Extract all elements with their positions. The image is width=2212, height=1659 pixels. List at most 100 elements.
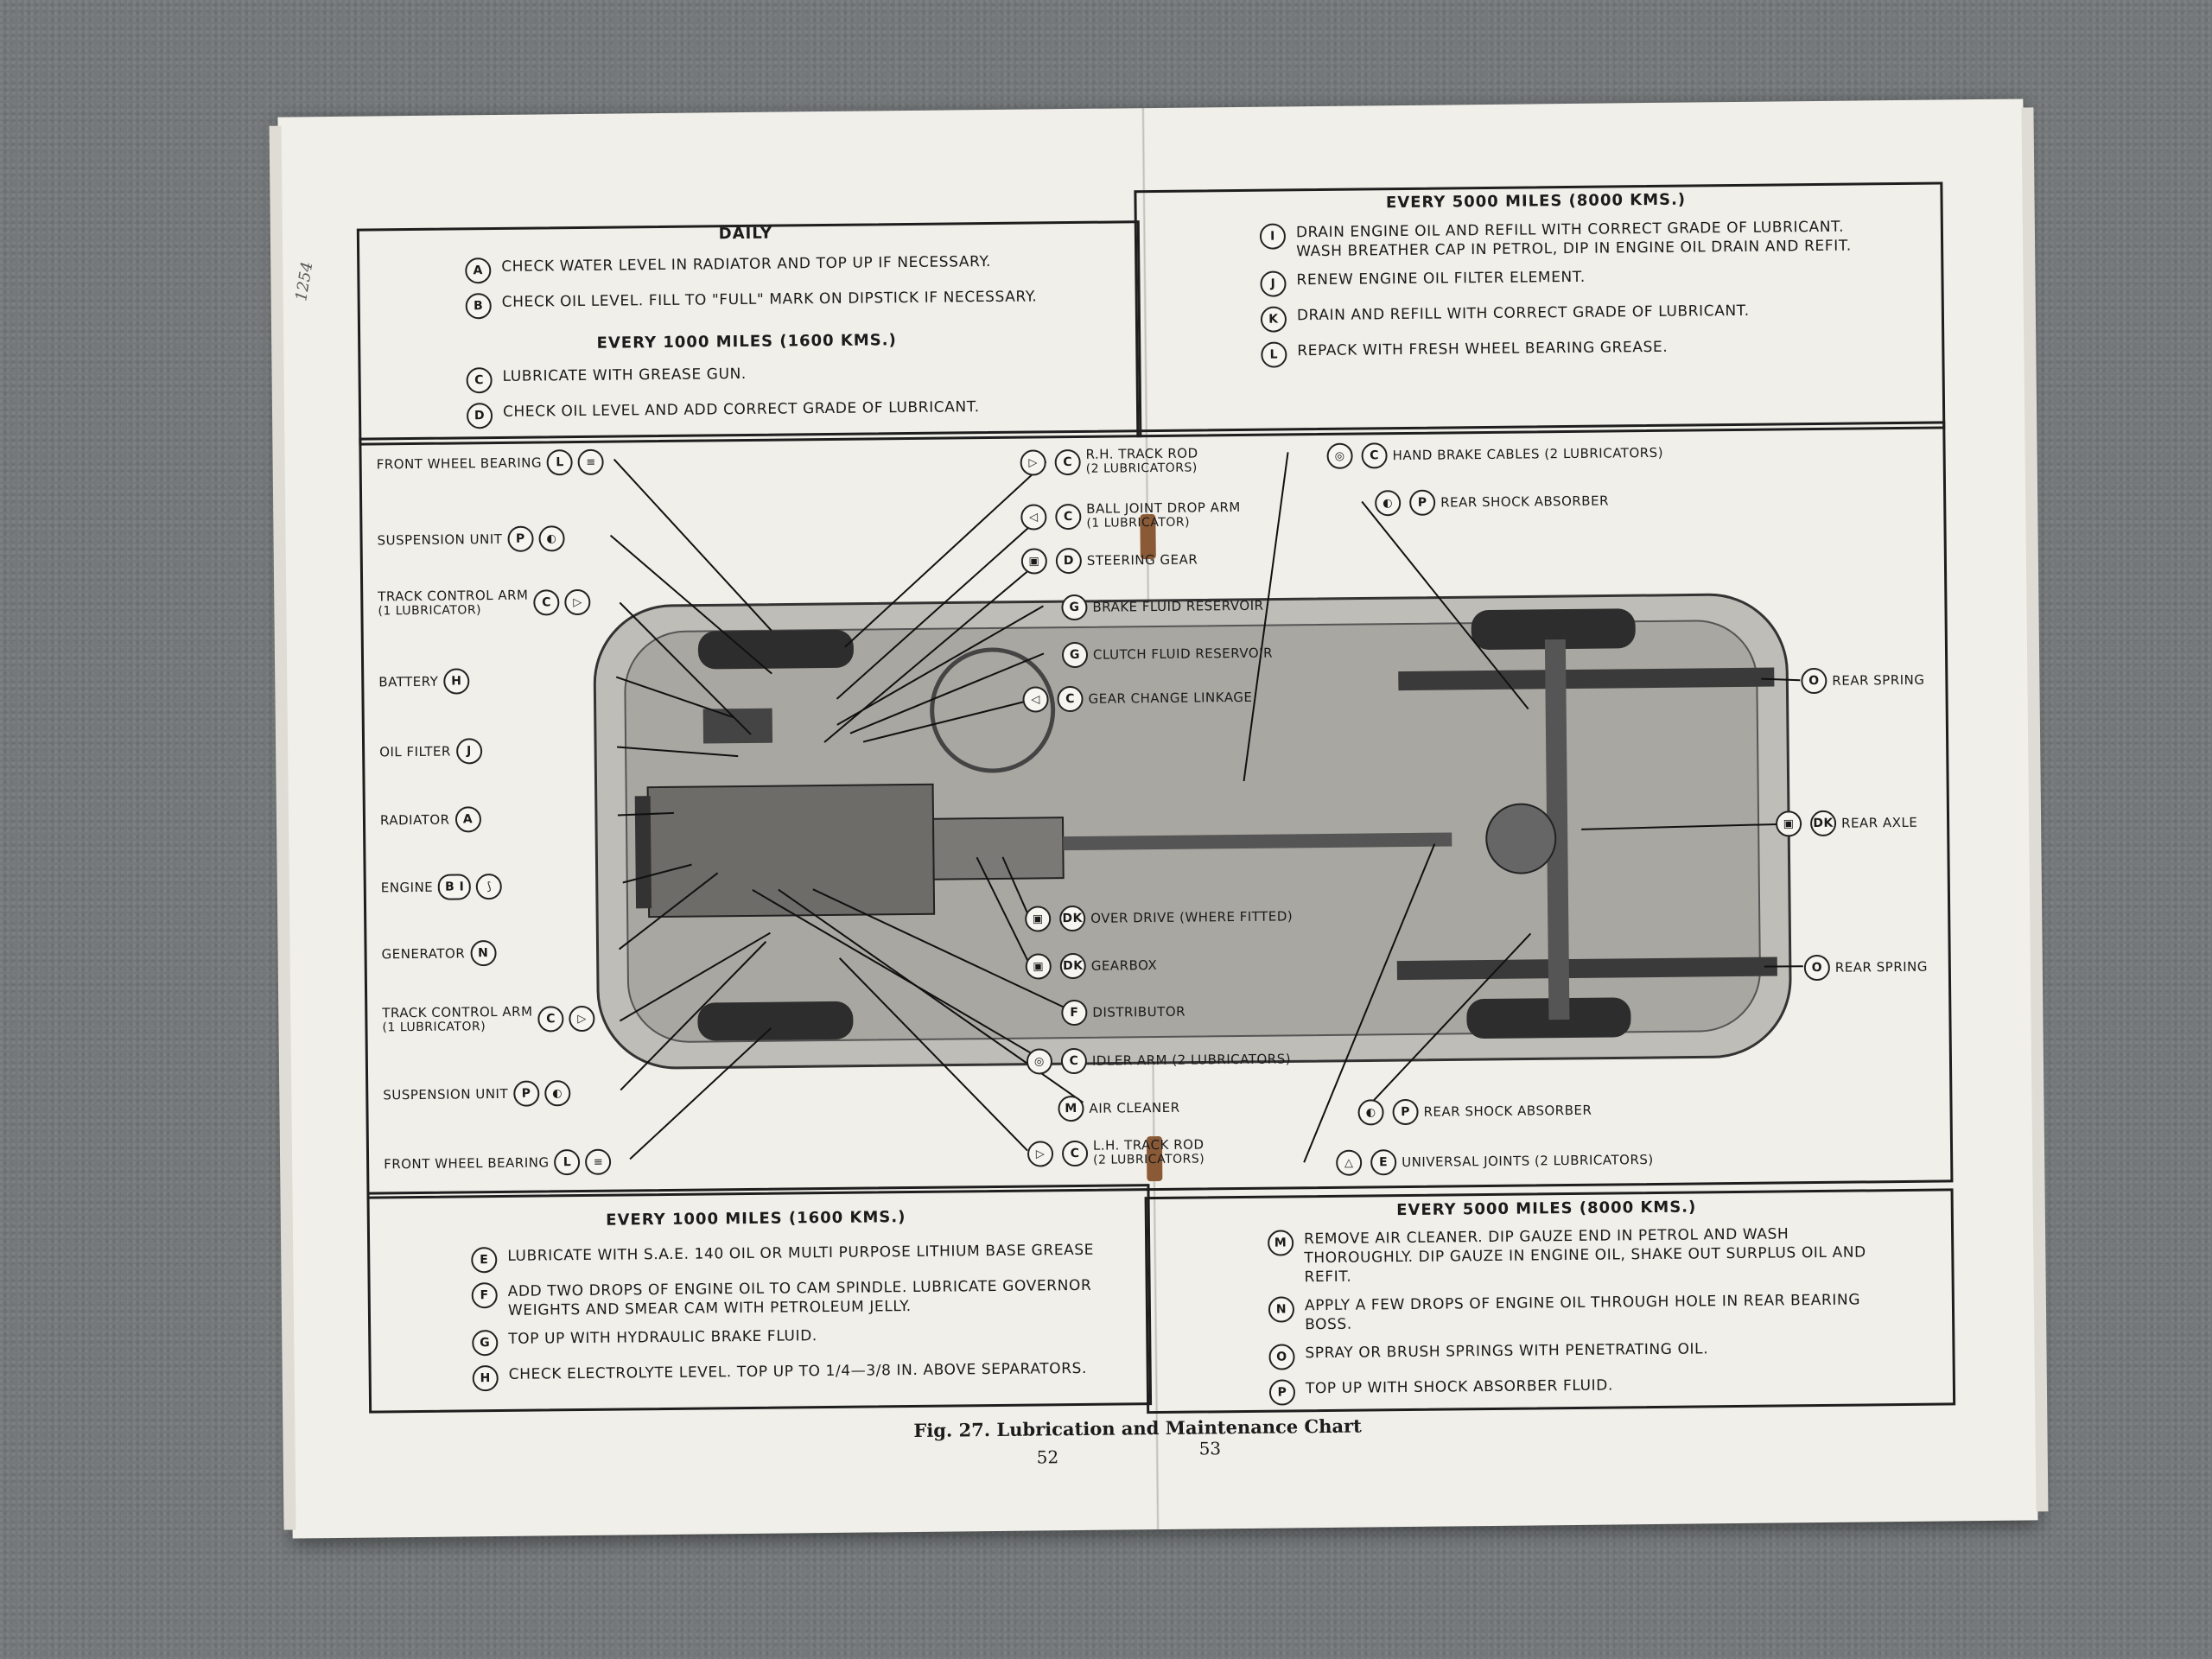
code-badge: M — [1267, 1230, 1294, 1256]
label-text: BRAKE FLUID RESERVOIR — [1092, 597, 1264, 615]
label-text: GEAR CHANGE LINKAGE — [1088, 689, 1253, 707]
label-text: L.H. TRACK ROD — [1092, 1136, 1205, 1154]
label-text: REAR SHOCK ABSORBER — [1423, 1102, 1592, 1120]
grease-nipple-icon: ◎ — [1326, 442, 1353, 469]
shock-fluid-icon: ◐ — [1375, 490, 1402, 517]
rear-spring-top — [1398, 667, 1775, 691]
chassis-diagram — [593, 452, 1803, 1163]
code-badge: P — [512, 1080, 540, 1107]
code-badge: D — [1055, 547, 1083, 575]
list-item: P TOP UP WITH SHOCK ABSORBER FLUID. — [1268, 1373, 1874, 1406]
radiator-graphic — [634, 796, 652, 909]
code-badge: C — [533, 589, 560, 616]
front-left-wheel — [697, 629, 854, 670]
propeller-shaft — [1063, 832, 1452, 851]
code-badge: G — [472, 1330, 499, 1357]
oil-can-icon: ▣ — [1020, 548, 1048, 575]
code-badge: B I — [438, 874, 472, 900]
code-badge: C — [1060, 1047, 1088, 1075]
label-text: UNIVERSAL JOINTS (2 LUBRICATORS) — [1402, 1151, 1654, 1170]
code-badge: C — [1054, 448, 1081, 476]
oil-can-icon: ▣ — [1025, 953, 1052, 980]
oil-can-icon: ▣ — [1775, 810, 1802, 837]
label-text: REAR AXLE — [1840, 814, 1918, 831]
label-text: CLUTCH FLUID RESERVOIR — [1092, 645, 1274, 663]
code-badge: C — [1061, 1140, 1089, 1167]
oil-can-icon: ▣ — [1025, 906, 1052, 932]
label-text: ENGINE — [380, 879, 434, 895]
code-badge: L — [554, 1149, 581, 1176]
label-text: SUSPENSION UNIT — [383, 1085, 509, 1103]
code-badge: J — [455, 738, 483, 765]
code-badge: L — [546, 449, 574, 476]
code-badge: C — [1361, 442, 1388, 469]
code-badge: P — [1409, 489, 1436, 516]
label-text: BALL JOINT DROP ARM — [1086, 499, 1241, 517]
label-text: REAR SHOCK ABSORBER — [1440, 493, 1610, 511]
code-badge: E — [471, 1247, 498, 1274]
code-badge: E — [1370, 1149, 1397, 1176]
label-text: GENERATOR — [381, 944, 466, 962]
rear-left-wheel — [1471, 608, 1636, 650]
leader-lines — [609, 452, 1803, 1163]
page-number-right: 53 — [1198, 1438, 1222, 1459]
shock-fluid-icon: ◐ — [1357, 1099, 1384, 1126]
rear-spring-bottom — [1396, 957, 1777, 981]
code-badge: C — [1057, 685, 1084, 713]
item-text: APPLY A FEW DROPS OF ENGINE OIL THROUGH … — [1304, 1291, 1861, 1334]
label-text: OIL FILTER — [379, 743, 451, 760]
shock-fluid-icon: ◐ — [543, 1080, 571, 1107]
grease-gun-icon: ▷ — [1020, 449, 1046, 476]
code-badge: O — [1801, 667, 1827, 695]
item-text: ADD TWO DROPS OF ENGINE OIL TO CAM SPIND… — [507, 1276, 1092, 1319]
code-badge: O — [1268, 1344, 1295, 1370]
label-text: SUSPENSION UNIT — [377, 531, 503, 548]
dipstick-icon: ⟆ — [476, 873, 503, 900]
label-text: RADIATOR — [379, 811, 450, 828]
page-number-left: 52 — [1036, 1446, 1059, 1468]
label-text: FRONT WHEEL BEARING — [376, 454, 543, 472]
grease-nipple-icon: ◎ — [1026, 1048, 1053, 1075]
grease-gun-icon: ◁ — [1022, 686, 1049, 713]
label-text: STEERING GEAR — [1086, 550, 1198, 569]
differential — [1485, 803, 1557, 874]
grease-pack-icon: ≡ — [585, 1148, 612, 1175]
grease-gun-icon: ▷ — [569, 1005, 595, 1033]
code-badge: C — [537, 1006, 564, 1033]
grease-pack-icon: ≡ — [577, 448, 605, 476]
front-right-wheel — [697, 1001, 854, 1041]
label-text: DISTRIBUTOR — [1092, 1003, 1186, 1020]
item-text: TOP UP WITH SHOCK ABSORBER FLUID. — [1305, 1376, 1614, 1398]
code-badge: H — [472, 1365, 499, 1392]
code-badge: P — [1268, 1379, 1296, 1406]
code-badge: DK — [1059, 952, 1086, 980]
rear-axle — [1544, 639, 1570, 1020]
label-track-control-arm-top: TRACK CONTROL ARM(1 LUBRICATOR)C▷ — [378, 588, 594, 620]
engine-block — [646, 783, 936, 918]
